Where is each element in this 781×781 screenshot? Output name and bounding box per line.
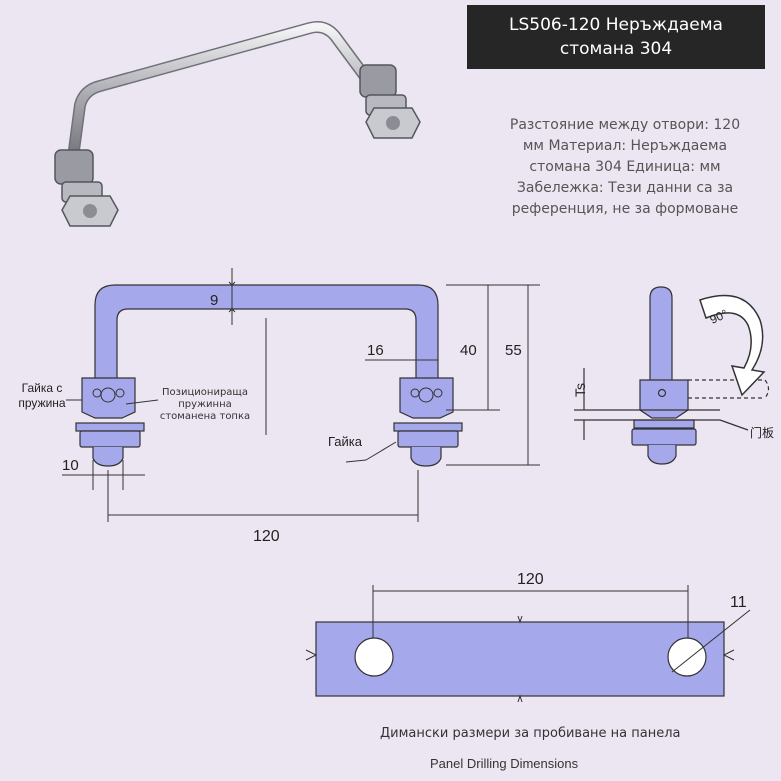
side-handle [649, 286, 673, 380]
dim-10: 10 [62, 457, 79, 474]
dim-120: 120 [253, 528, 280, 545]
panel-dim-11: 11 [730, 594, 747, 611]
label-positioning-ball: Позиционираща пружинна стоманена топка [159, 387, 251, 422]
handle-photo [54, 21, 421, 227]
title-banner: LS506-120 Неръждаема стомана 304 [467, 5, 765, 69]
dim-40: 40 [460, 342, 477, 359]
ts-label: Ts [572, 383, 588, 397]
dim-16: 16 [367, 342, 384, 359]
dim-9: 9 [210, 292, 218, 309]
hole-left [354, 637, 394, 677]
hole-right [667, 637, 707, 677]
dim-55: 55 [505, 342, 522, 359]
label-spring-nut: Гайка с пружина [18, 381, 66, 410]
panel-label: 门板 [750, 425, 774, 440]
panel-dim-120: 120 [517, 571, 544, 588]
spec-note: Разстояние между отвори: 120 мм Материал… [509, 117, 741, 217]
panel-caption-en: Panel Drilling Dimensions [430, 756, 579, 771]
label-nut: Гайка [328, 434, 363, 449]
bolt-end-left [92, 447, 124, 467]
rotation-arrow [699, 294, 766, 397]
bolt-end-right [410, 447, 442, 467]
product-title: LS506-120 Неръждаема стомана 304 [509, 15, 723, 59]
panel-caption-bg: Димански размери за пробиване на панела [380, 726, 681, 741]
